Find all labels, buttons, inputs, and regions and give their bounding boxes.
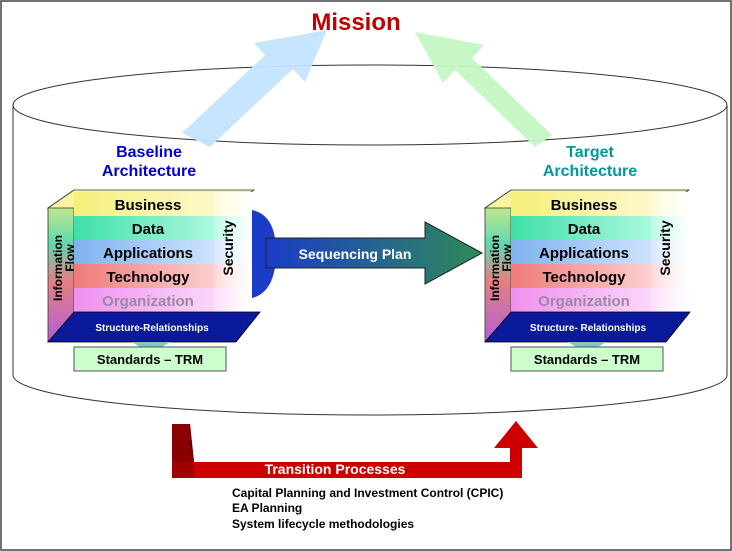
transition-processes-label: Transition Processes — [265, 461, 406, 477]
sequencing-plan-label: Sequencing Plan — [299, 246, 412, 262]
target-side-flow: Flow — [500, 244, 514, 272]
transition-item-ea-planning: EA Planning — [232, 501, 302, 515]
target-layer-organization: Organization — [538, 293, 630, 310]
target-layer-data: Data — [568, 221, 601, 238]
target-layer-business: Business — [551, 197, 618, 214]
baseline-layer-technology: Technology — [106, 269, 190, 286]
target-side-information: Information — [488, 235, 502, 301]
transition-item-cpic: Capital Planning and Investment Control … — [232, 486, 503, 500]
baseline-layer-applications: Applications — [103, 245, 193, 262]
target-to-mission-arrow — [415, 32, 552, 147]
target-side-security: Security — [657, 220, 673, 275]
target-title-line1: Target — [566, 144, 614, 161]
target-standards: Standards – TRM — [534, 352, 640, 367]
target-title-line2: Architecture — [543, 163, 637, 180]
baseline-architecture-stack — [46, 189, 261, 372]
target-layer-technology: Technology — [542, 269, 626, 286]
baseline-layer-data: Data — [132, 221, 165, 238]
baseline-standards: Standards – TRM — [97, 352, 203, 367]
target-layer-applications: Applications — [539, 245, 629, 262]
baseline-title-line2: Architecture — [102, 163, 196, 180]
baseline-to-mission-arrow — [182, 30, 327, 147]
baseline-base-layer: Structure-Relationships — [95, 323, 209, 334]
target-architecture-stack — [483, 189, 691, 372]
sequencing-plan-arrow — [265, 221, 484, 285]
mission-title: Mission — [311, 9, 400, 36]
baseline-connector-cap — [252, 210, 276, 298]
transition-item-lifecycle: System lifecycle methodologies — [232, 517, 414, 531]
target-base-layer: Structure- Relationships — [530, 323, 647, 334]
baseline-layer-organization: Organization — [102, 293, 194, 310]
baseline-side-information: Information — [51, 235, 65, 301]
baseline-title-line1: Baseline — [116, 144, 182, 161]
transition-processes-arrow — [172, 421, 538, 478]
baseline-layer-business: Business — [115, 197, 182, 214]
baseline-side-flow: Flow — [63, 244, 77, 272]
baseline-side-security: Security — [220, 220, 236, 275]
